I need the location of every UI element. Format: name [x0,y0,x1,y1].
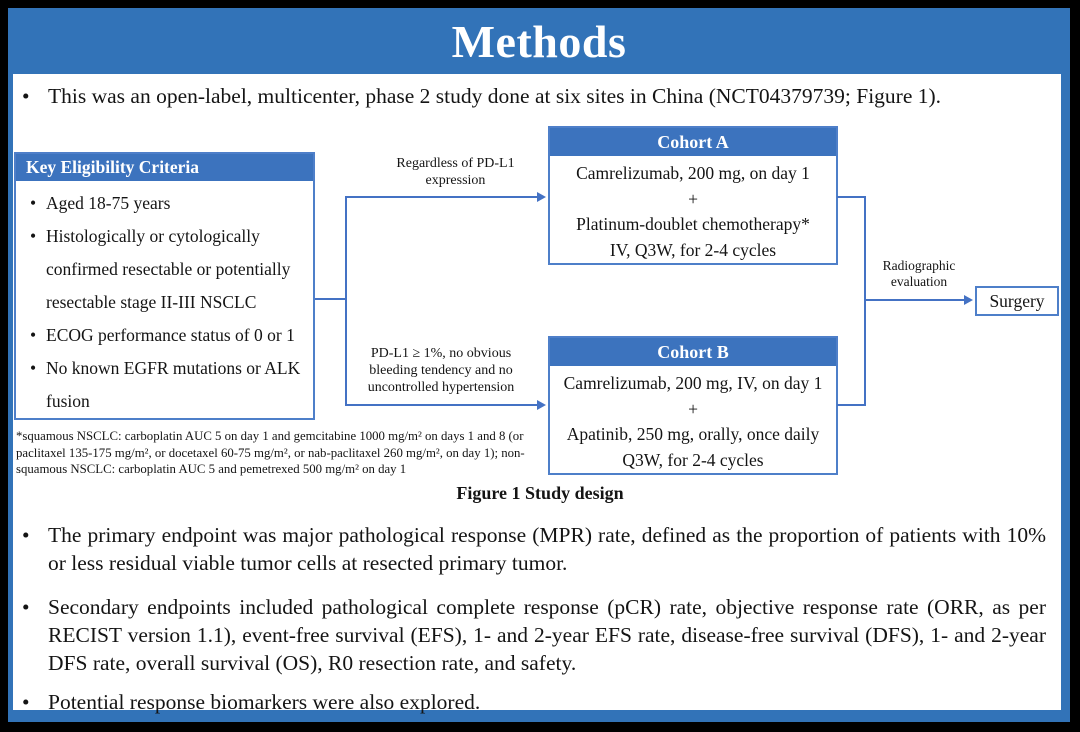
cohort-b-line: Apatinib, 250 mg, orally, once daily [566,424,820,444]
arrowhead-surgery-icon [964,295,973,305]
connector-cohort-a-out [837,196,866,198]
secondary-endpoint-text: Secondary endpoints included pathologica… [48,595,1046,675]
biomarkers-text: Potential response biomarkers were also … [48,690,481,714]
list-item: • ECOG performance status of 0 or 1 [30,319,308,352]
eligibility-item-text: No known EGFR mutations or ALK fusion [46,358,301,411]
connector-merge-vertical [864,196,866,406]
intro-bullet: • This was an open-label, multicenter, p… [22,82,1046,110]
connector-to-cohort-a [345,196,538,198]
list-item: • No known EGFR mutations or ALK fusion [30,352,308,418]
branch-bottom-label: PD-L1 ≥ 1%, no obvious bleeding tendency… [367,346,515,395]
cohort-b-line: Q3W, for 2-4 cycles [622,449,764,470]
cohort-b-body: Camrelizumab, 200 mg, IV, on day 1 + Apa… [550,366,836,473]
eligibility-criteria-box: Key Eligibility Criteria • Aged 18-75 ye… [14,152,315,420]
bullet-marker: • [22,690,30,714]
bullet-marker: • [22,595,30,619]
cohort-a-line: + [688,188,698,209]
eligibility-item-text: Histologically or cytologically confirme… [46,226,291,312]
arrowhead-cohort-a-icon [537,192,546,202]
cohort-a-body: Camrelizumab, 200 mg, on day 1 + Platinu… [550,156,836,263]
primary-endpoint-text: The primary endpoint was major pathologi… [48,523,1046,575]
bullet-marker: • [30,226,37,246]
bullet-marker: • [22,523,30,547]
figure-caption: Figure 1 Study design [456,483,624,503]
arrowhead-cohort-b-icon [537,400,546,410]
eligibility-item-text: ECOG performance status of 0 or 1 [46,325,295,345]
cohort-a-box: Cohort A Camrelizumab, 200 mg, on day 1 … [548,126,838,265]
connector-eligibility-stub [315,298,346,300]
cohort-a-line: IV, Q3W, for 2-4 cycles [609,239,777,260]
branch-top-label: Regardless of PD-L1 expression [396,156,515,188]
list-item: • Aged 18-75 years [30,187,308,220]
bullet-marker: • [30,358,37,378]
intro-bullet-text: This was an open-label, multicenter, pha… [48,84,942,108]
secondary-endpoint-bullet: • Secondary endpoints included pathologi… [22,593,1046,677]
cohort-a-line: Camrelizumab, 200 mg, on day 1 [576,163,810,183]
primary-endpoint-bullet: • The primary endpoint was major patholo… [22,521,1046,577]
cohort-a-header: Cohort A [550,128,836,156]
page-title: Methods [451,16,627,67]
list-item: • Histologically or cytologically confir… [30,220,308,319]
biomarkers-bullet: • Potential response biomarkers were als… [22,688,1046,716]
eligibility-criteria-header: Key Eligibility Criteria [16,154,313,181]
radiographic-evaluation-label: Radiographic evaluation [882,258,956,289]
cohort-b-box: Cohort B Camrelizumab, 200 mg, IV, on da… [548,336,838,475]
connector-to-cohort-b [345,404,538,406]
connector-branch-vertical [345,196,347,406]
cohort-a-line: Platinum-doublet chemotherapy* [576,214,810,234]
surgery-box: Surgery [975,286,1059,316]
chemotherapy-footnote: *squamous NSCLC: carboplatin AUC 5 on da… [16,429,525,476]
connector-to-surgery [865,299,966,301]
cohort-b-line: Camrelizumab, 200 mg, IV, on day 1 [563,373,823,393]
eligibility-item-text: Aged 18-75 years [46,193,171,213]
cohort-b-line: + [688,398,698,419]
cohort-b-header: Cohort B [550,338,836,366]
eligibility-criteria-list: • Aged 18-75 years • Histologically or c… [16,181,313,418]
bullet-marker: • [30,193,37,213]
bullet-marker: • [22,84,30,108]
connector-cohort-b-out [837,404,866,406]
bullet-marker: • [30,325,37,345]
